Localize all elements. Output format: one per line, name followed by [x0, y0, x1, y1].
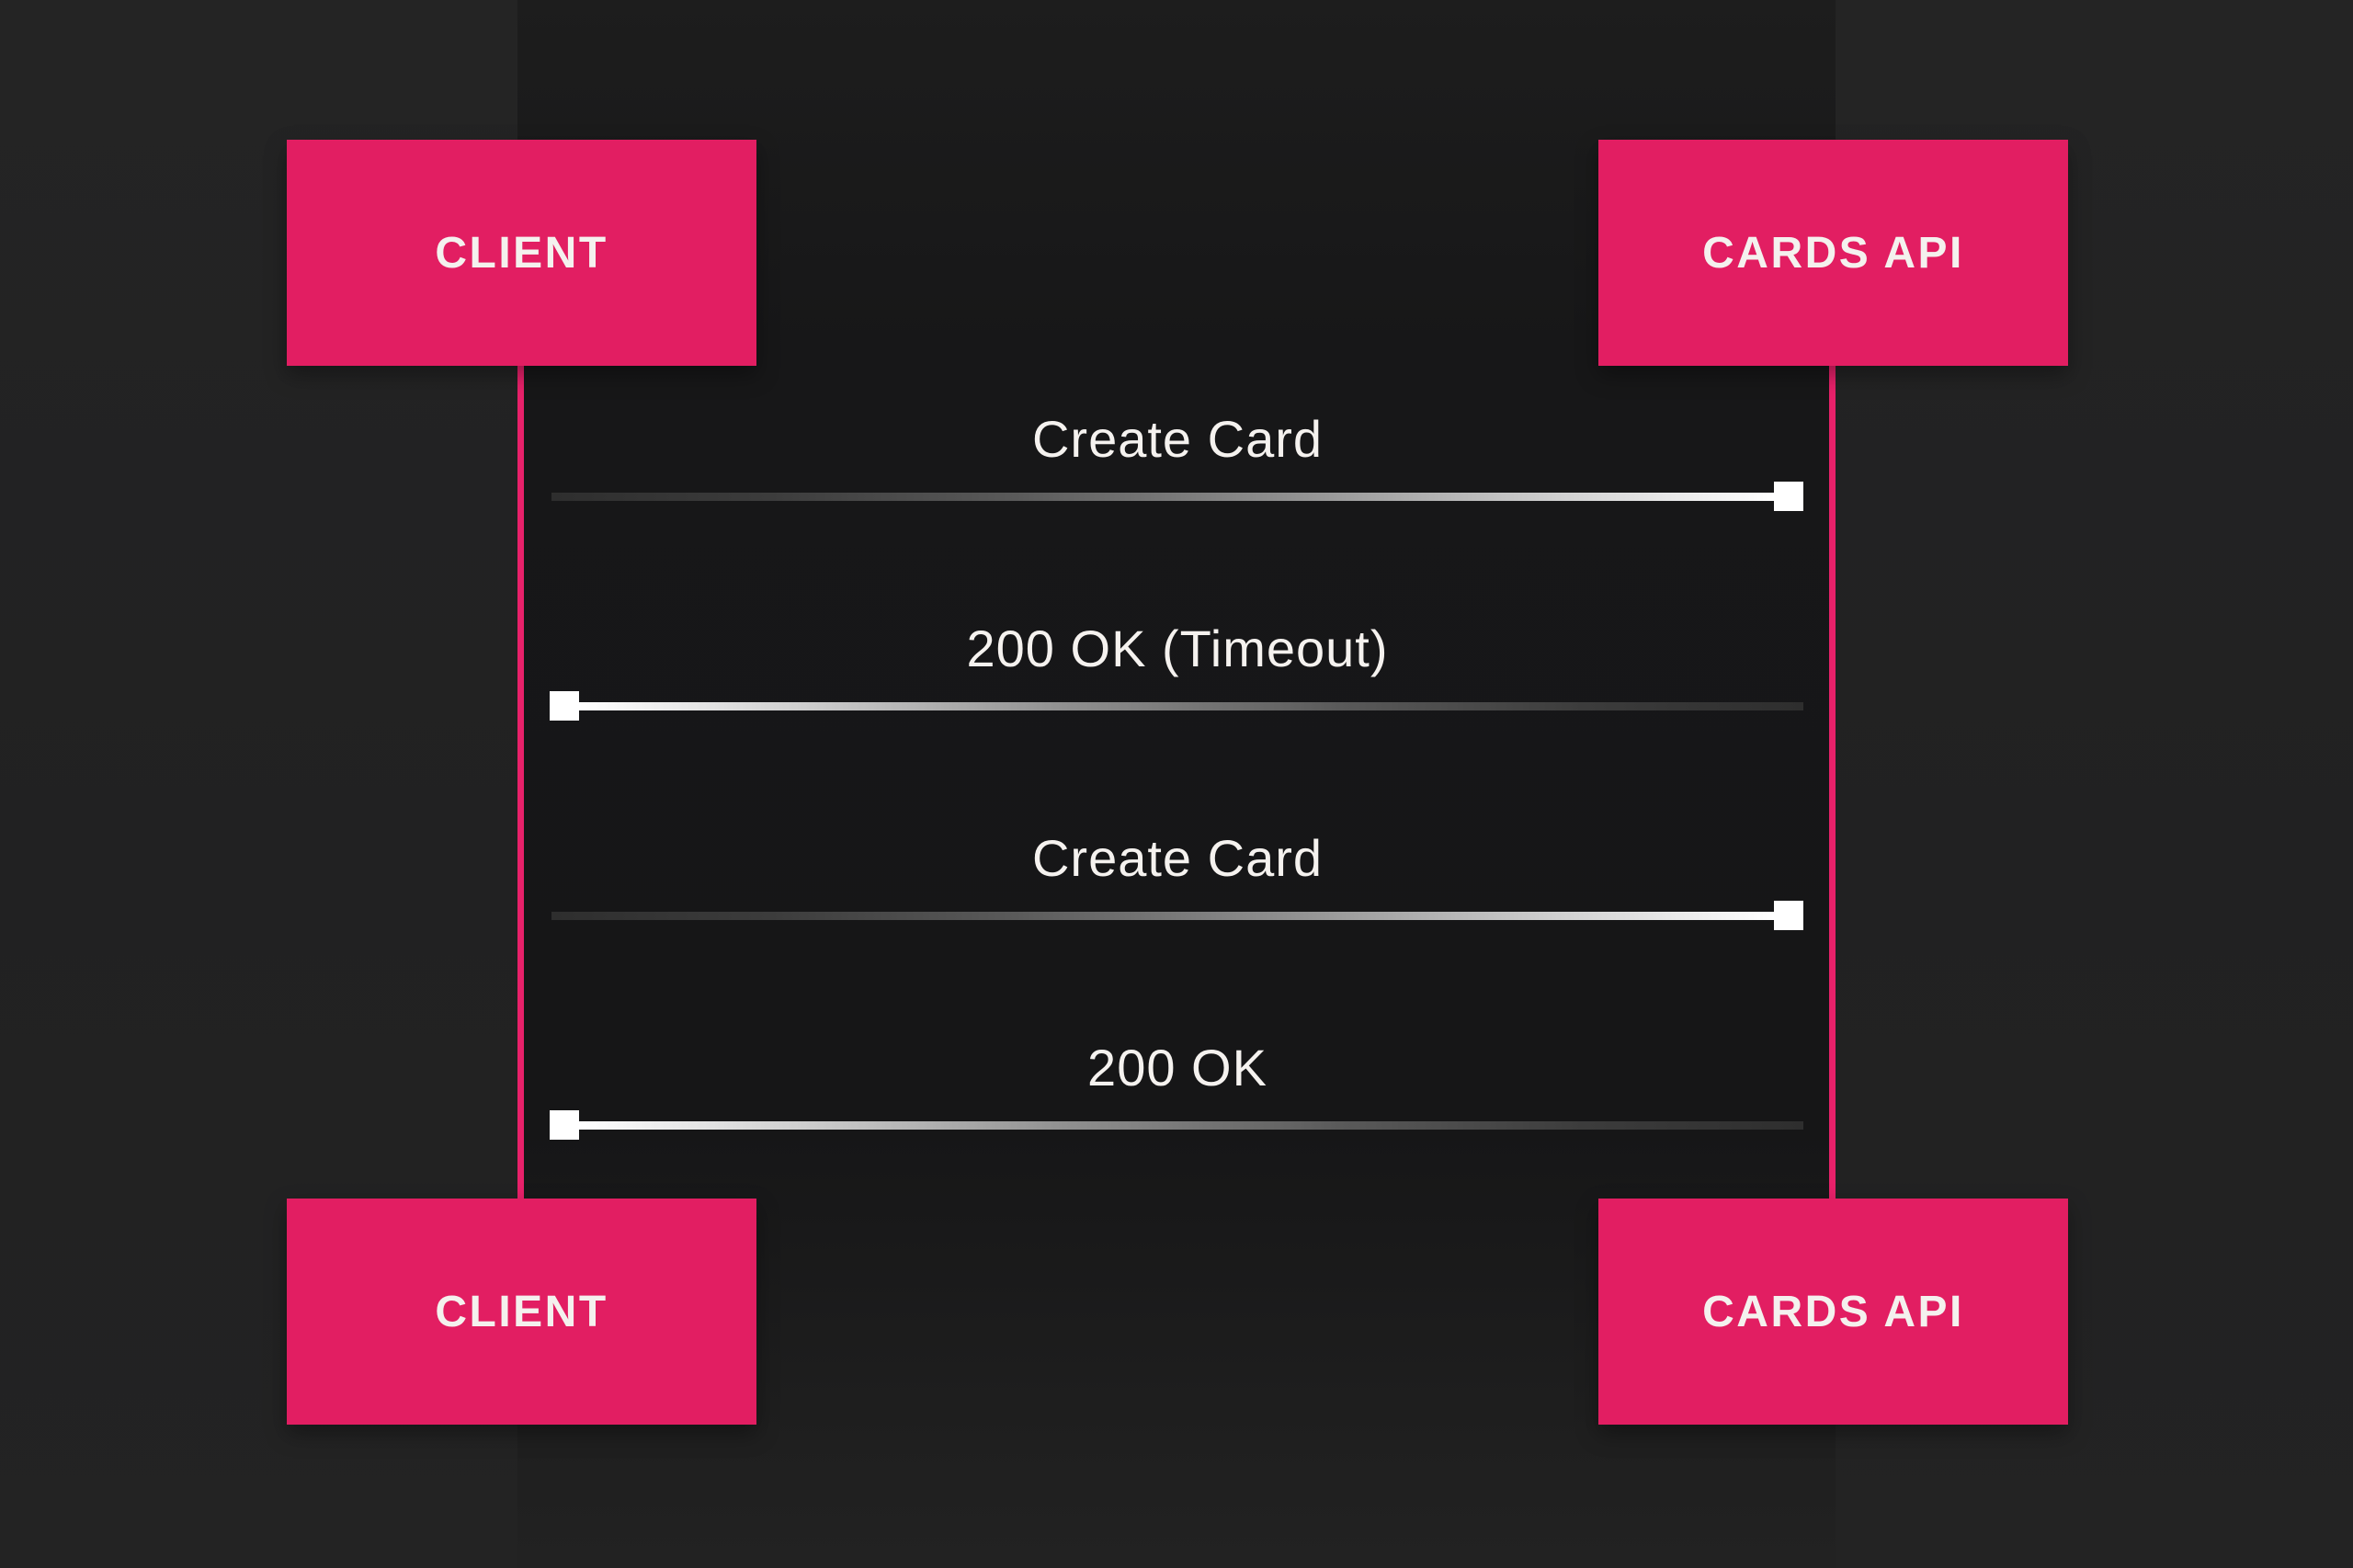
message-label-200-ok: 200 OK	[1087, 1039, 1267, 1096]
message-line-create-card-2	[551, 912, 1774, 920]
arrow-endpoint-square-1	[1774, 482, 1803, 511]
actor-label-client-bottom: CLIENT	[435, 1287, 608, 1336]
actor-label-cards-api-bottom: CARDS API	[1702, 1287, 1964, 1336]
actor-box-client-bottom: CLIENT	[287, 1199, 756, 1425]
arrow-endpoint-square-2	[550, 691, 579, 721]
lifeline-cards-api	[1829, 366, 1836, 1199]
message-line-200-ok-timeout	[579, 702, 1803, 710]
arrow-endpoint-square-4	[550, 1110, 579, 1140]
message-label-create-card-2: Create Card	[1031, 829, 1324, 887]
message-label-create-card-1: Create Card	[1031, 410, 1324, 468]
message-label-200-ok-timeout: 200 OK (Timeout)	[966, 619, 1389, 677]
lifeline-client	[517, 366, 524, 1199]
actor-box-client-top: CLIENT	[287, 140, 756, 366]
actor-label-client-top: CLIENT	[435, 228, 608, 278]
message-line-create-card-1	[551, 493, 1774, 501]
actor-label-cards-api-top: CARDS API	[1702, 228, 1964, 278]
arrow-endpoint-square-3	[1774, 901, 1803, 930]
actor-box-cards-api-top: CARDS API	[1598, 140, 2068, 366]
message-line-200-ok	[579, 1121, 1803, 1130]
actor-box-cards-api-bottom: CARDS API	[1598, 1199, 2068, 1425]
